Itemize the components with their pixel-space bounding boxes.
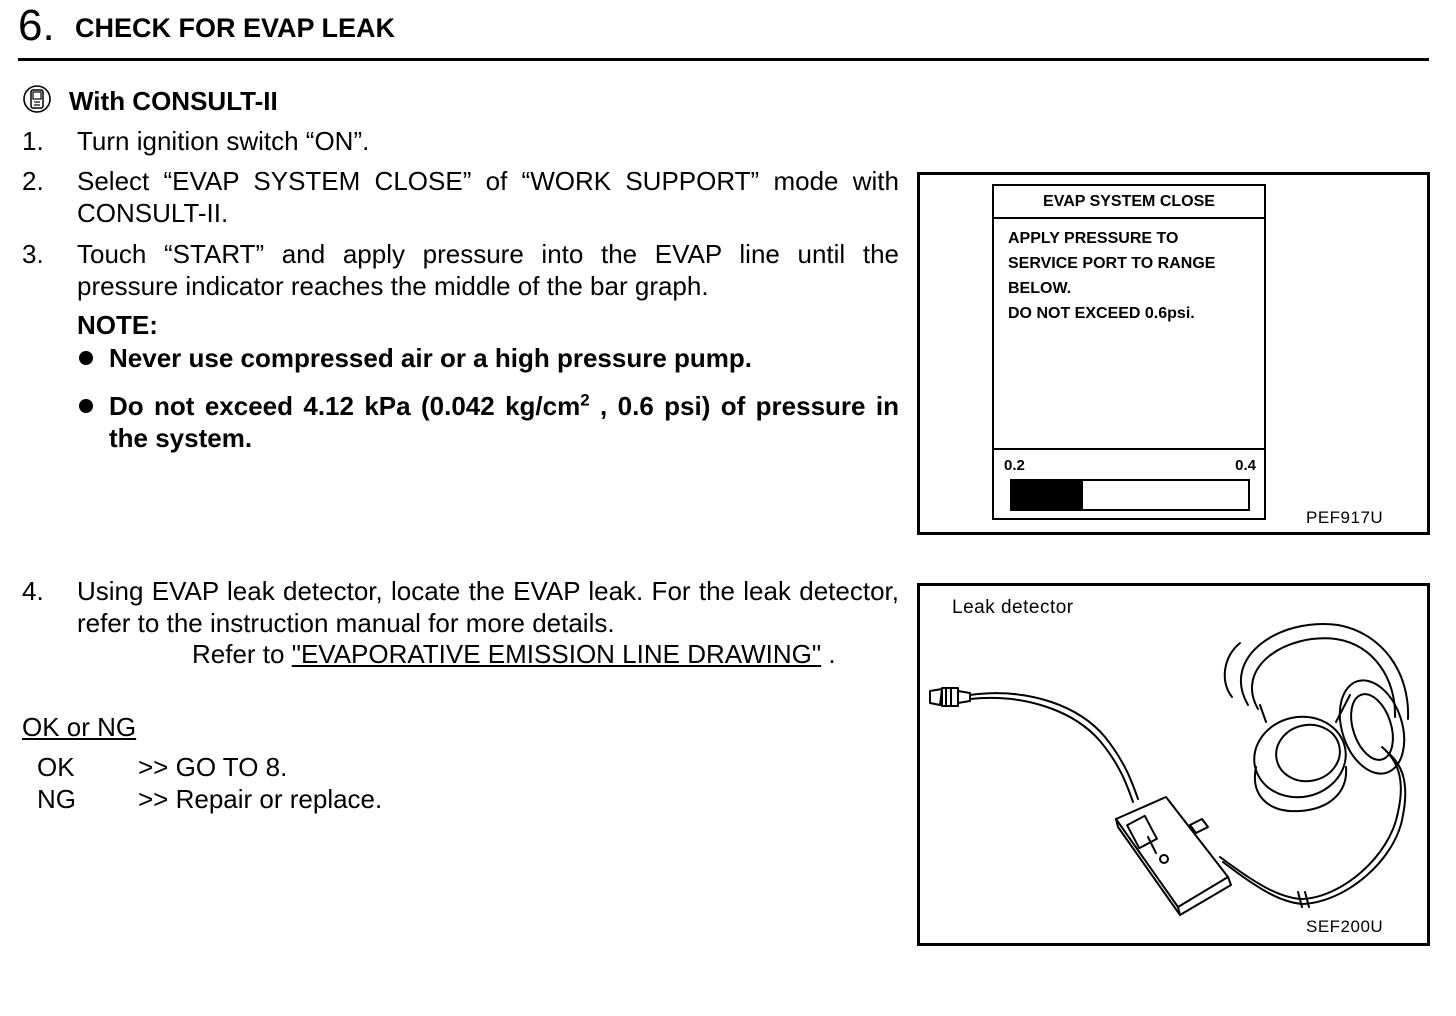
gauge-min-label: 0.2 xyxy=(1004,457,1025,474)
consult-screen: EVAP SYSTEM CLOSE APPLY PRESSURE TO SERV… xyxy=(992,184,1266,520)
evap-line-drawing-link[interactable]: "EVAPORATIVE EMISSION LINE DRAWING" xyxy=(291,639,822,669)
consult-screen-figure xyxy=(917,172,1430,535)
bullet-dot xyxy=(79,399,93,413)
step-3-number: 3. xyxy=(22,239,44,269)
ok-ng-heading: OK or NG xyxy=(22,712,137,742)
pressure-bar-fill xyxy=(1012,481,1083,509)
result-action-ng: >> Repair or replace. xyxy=(138,784,383,814)
figure-code: SEF200U xyxy=(1306,917,1384,936)
leak-detector-headphones-illustration xyxy=(929,623,1410,916)
leak-detector-label: Leak detector xyxy=(952,597,1074,618)
screen-line: BELOW. xyxy=(1008,280,1072,297)
step-1-text: Turn ignition switch “ON”. xyxy=(77,126,370,156)
step-1-number: 1. xyxy=(22,126,44,156)
screen-divider xyxy=(994,448,1264,450)
result-code-ng: NG xyxy=(37,784,76,814)
reference-line: Refer to "EVAPORATIVE EMISSION LINE DRAW… xyxy=(192,639,836,669)
note-label: NOTE: xyxy=(77,310,158,340)
note-bullet-2: Do not exceed 4.12 kPa (0.042 kg/cm2 , 0… xyxy=(109,390,899,453)
step-2-text: Select “EVAP SYSTEM CLOSE” of “WORK SUPP… xyxy=(77,166,899,228)
step-number: 6. xyxy=(18,1,55,50)
pressure-bar-graph xyxy=(1010,479,1250,511)
consult-heading: With CONSULT-II xyxy=(69,86,278,116)
figure-code: PEF917U xyxy=(1306,508,1384,527)
screen-instructions: APPLY PRESSURE TO SERVICE PORT TO RANGE … xyxy=(1008,226,1258,326)
step-3-text: Touch “START” and apply pressure into th… xyxy=(77,239,899,301)
step-2-number: 2. xyxy=(22,166,44,196)
gauge-max-label: 0.4 xyxy=(1235,457,1256,474)
step-4-number: 4. xyxy=(22,576,44,606)
screen-line: APPLY PRESSURE TO xyxy=(1008,230,1179,247)
screen-line: DO NOT EXCEED 0.6psi. xyxy=(1008,305,1195,322)
consult-tester-icon xyxy=(23,85,51,113)
screen-title: EVAP SYSTEM CLOSE xyxy=(994,186,1264,219)
result-action-ok: >> GO TO 8. xyxy=(138,752,288,782)
title-divider xyxy=(18,58,1429,61)
result-code-ok: OK xyxy=(37,752,75,782)
step-4-text: Using EVAP leak detector, locate the EVA… xyxy=(77,576,899,638)
page-title: CHECK FOR EVAP LEAK xyxy=(75,13,396,43)
bullet-dot xyxy=(79,351,93,365)
note-bullet-1: Never use compressed air or a high press… xyxy=(109,343,753,373)
screen-line: SERVICE PORT TO RANGE xyxy=(1008,255,1216,272)
